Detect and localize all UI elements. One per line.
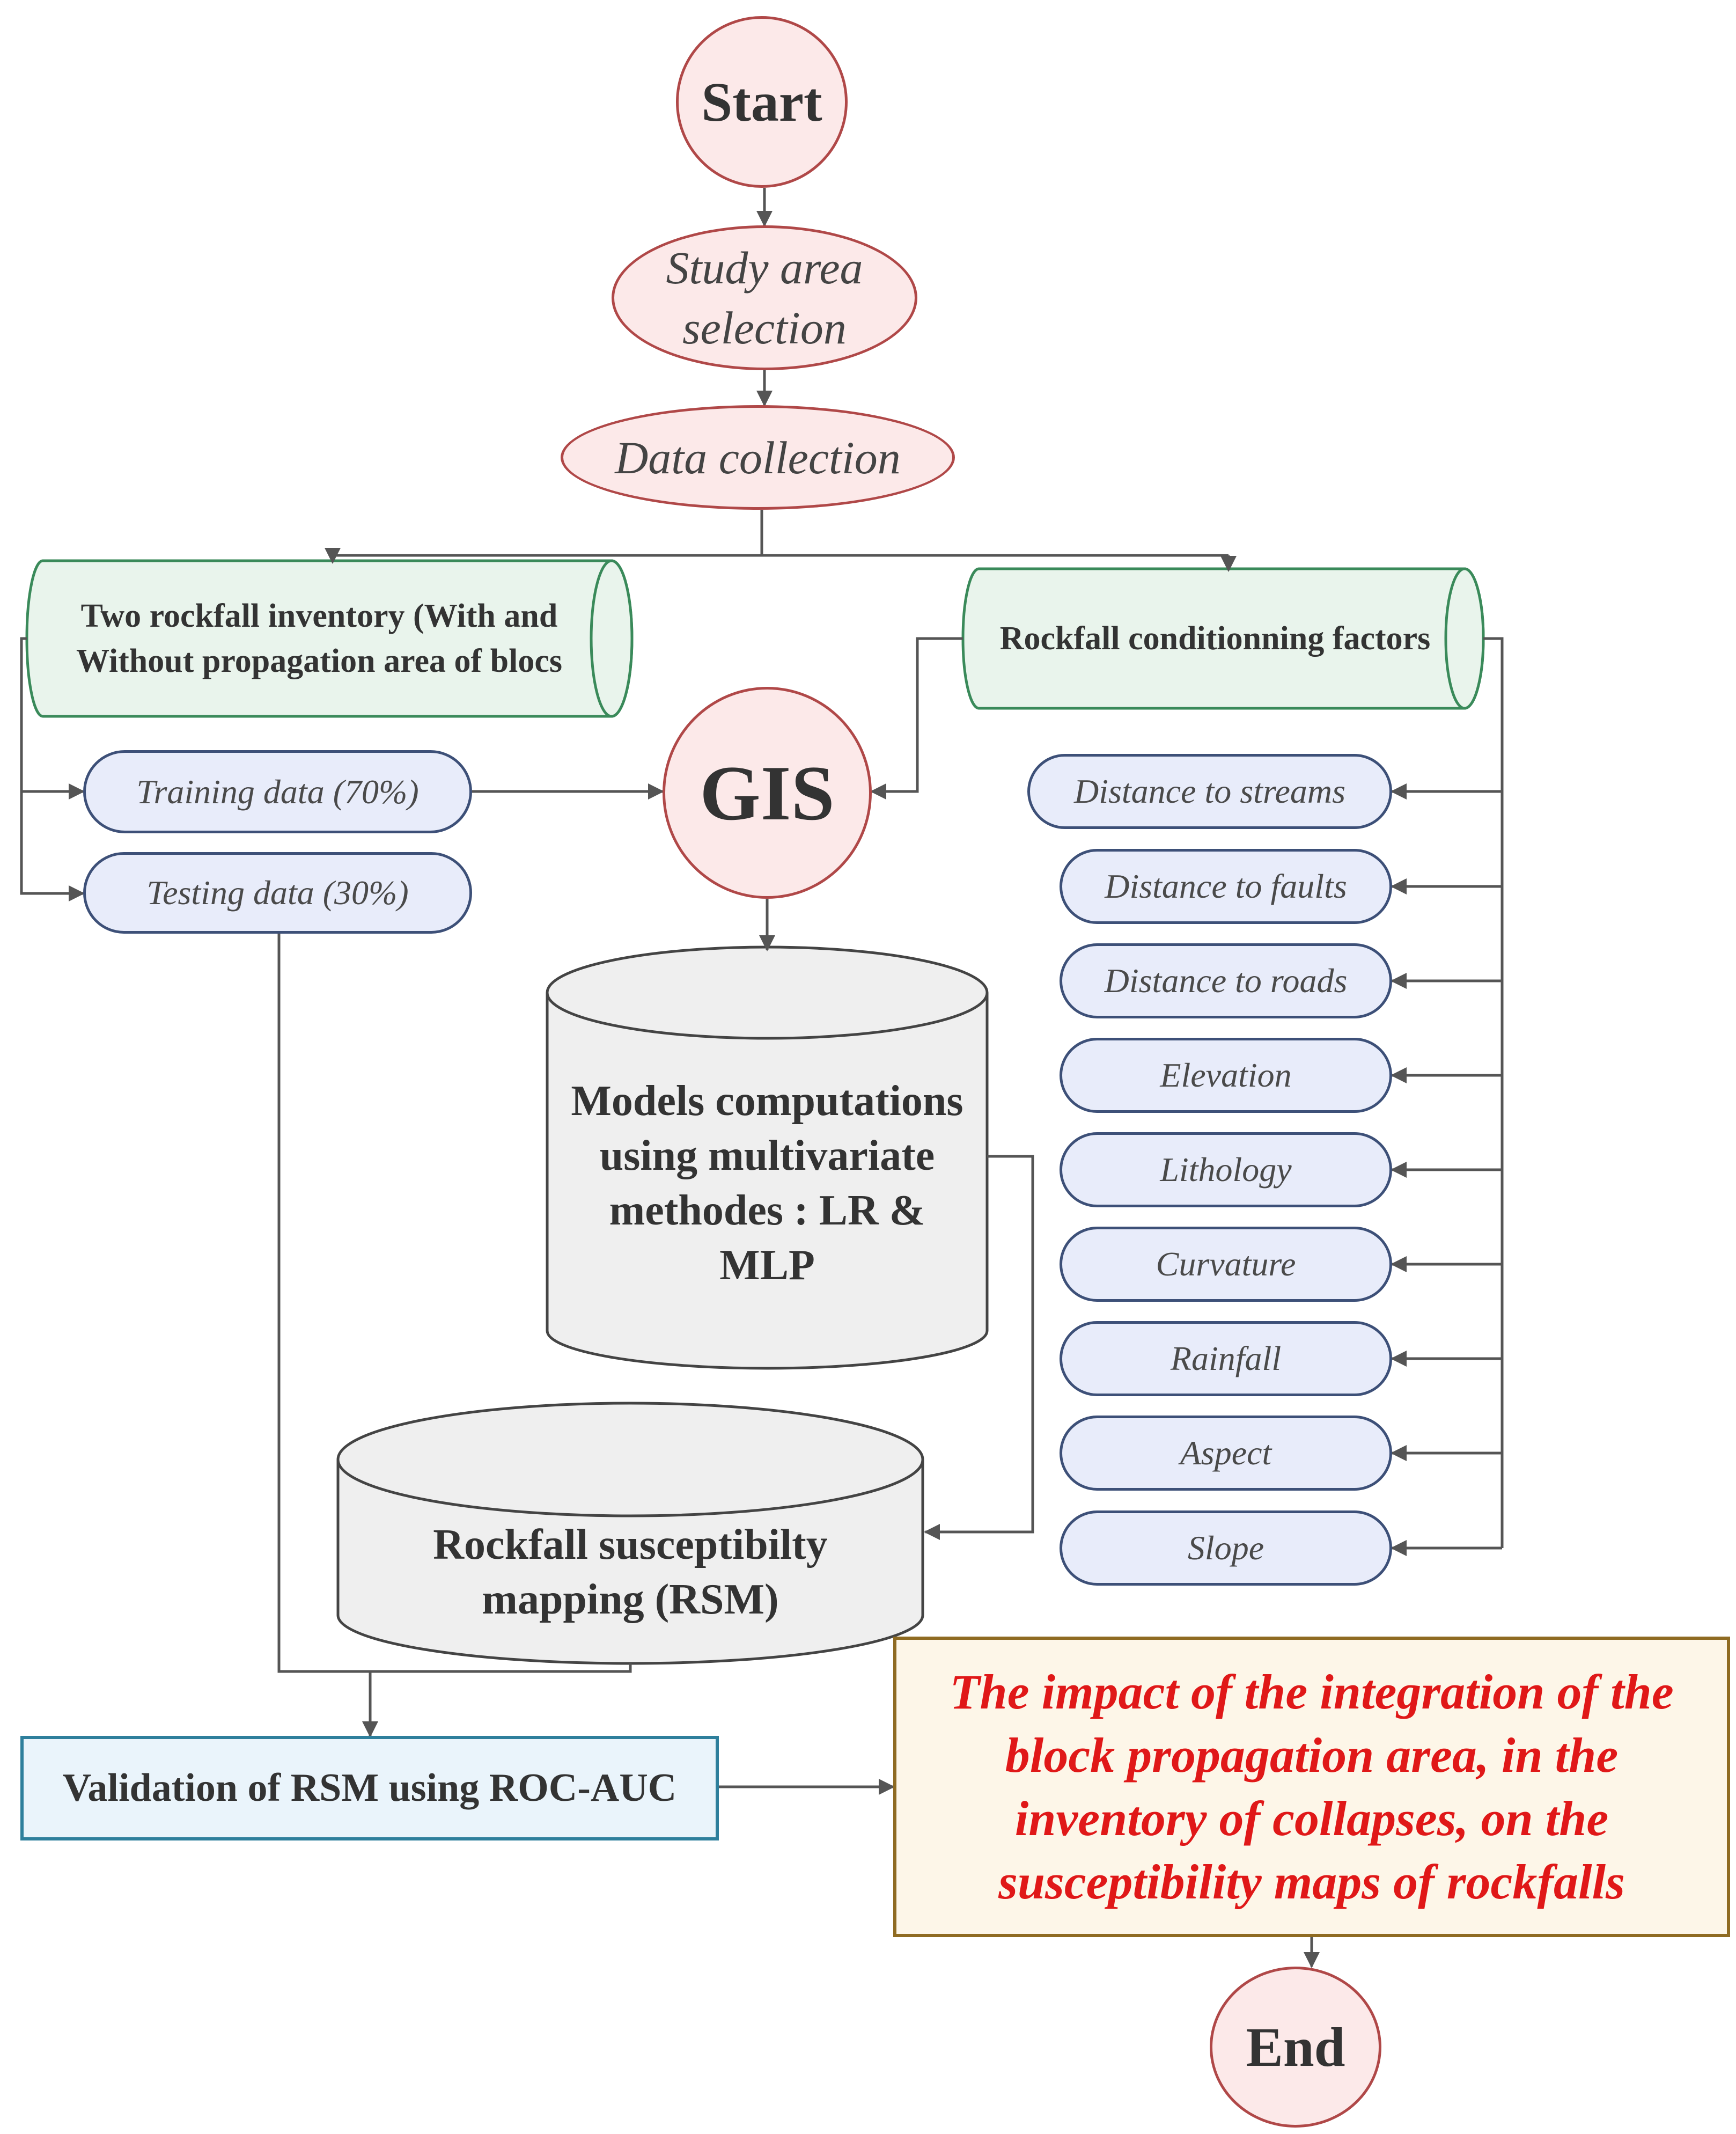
line-factors-bus [1483, 637, 1504, 1548]
training-data-node: Training data (70%) [83, 750, 472, 833]
connectors [20, 188, 1504, 1968]
factor-distance-to-faults: Distance to faults [1060, 849, 1392, 924]
inventory-label: Two rockfall inventory (With and Without… [76, 598, 562, 679]
rsm-label: Rockfall susceptibilty mapping (RSM) [433, 1521, 828, 1623]
inventory-cylinder [25, 559, 634, 718]
models-cylinder [546, 945, 989, 1370]
factor-distance-to-streams: Distance to streams [1027, 754, 1392, 829]
validation-node: Validation of RSM using ROC-AUC [20, 1736, 719, 1840]
testing-data-node: Testing data (30%) [83, 852, 472, 934]
arrow-inventory-to-testing [20, 637, 85, 901]
conditioning-cylinder [961, 567, 1485, 710]
factor-slope: Slope [1060, 1510, 1392, 1586]
factor-distance-to-roads: Distance to roads [1060, 943, 1392, 1018]
arrow-conditioning-to-gis [870, 637, 963, 800]
conditioning-label: Rockfall conditionning factors [999, 620, 1431, 657]
factor-rainfall: Rainfall [1060, 1321, 1392, 1396]
line-testing-rsm-merge [277, 934, 632, 1673]
arrow-models-to-rsm [924, 1155, 1034, 1540]
outcome-node: The impact of the integration of the blo… [893, 1637, 1730, 1937]
gis-node: GIS [663, 687, 872, 899]
models-label: Models computations using multivariate m… [571, 1077, 963, 1289]
study-area-node: Study area selection [612, 225, 917, 370]
data-collection-node: Data collection [561, 405, 955, 510]
rsm-cylinder [336, 1402, 924, 1665]
factor-elevation: Elevation [1060, 1038, 1392, 1113]
end-node: End [1210, 1967, 1381, 2128]
start-node: Start [676, 16, 848, 188]
factor-aspect: Aspect [1060, 1416, 1392, 1491]
factor-lithology: Lithology [1060, 1132, 1392, 1207]
factor-curvature: Curvature [1060, 1227, 1392, 1302]
